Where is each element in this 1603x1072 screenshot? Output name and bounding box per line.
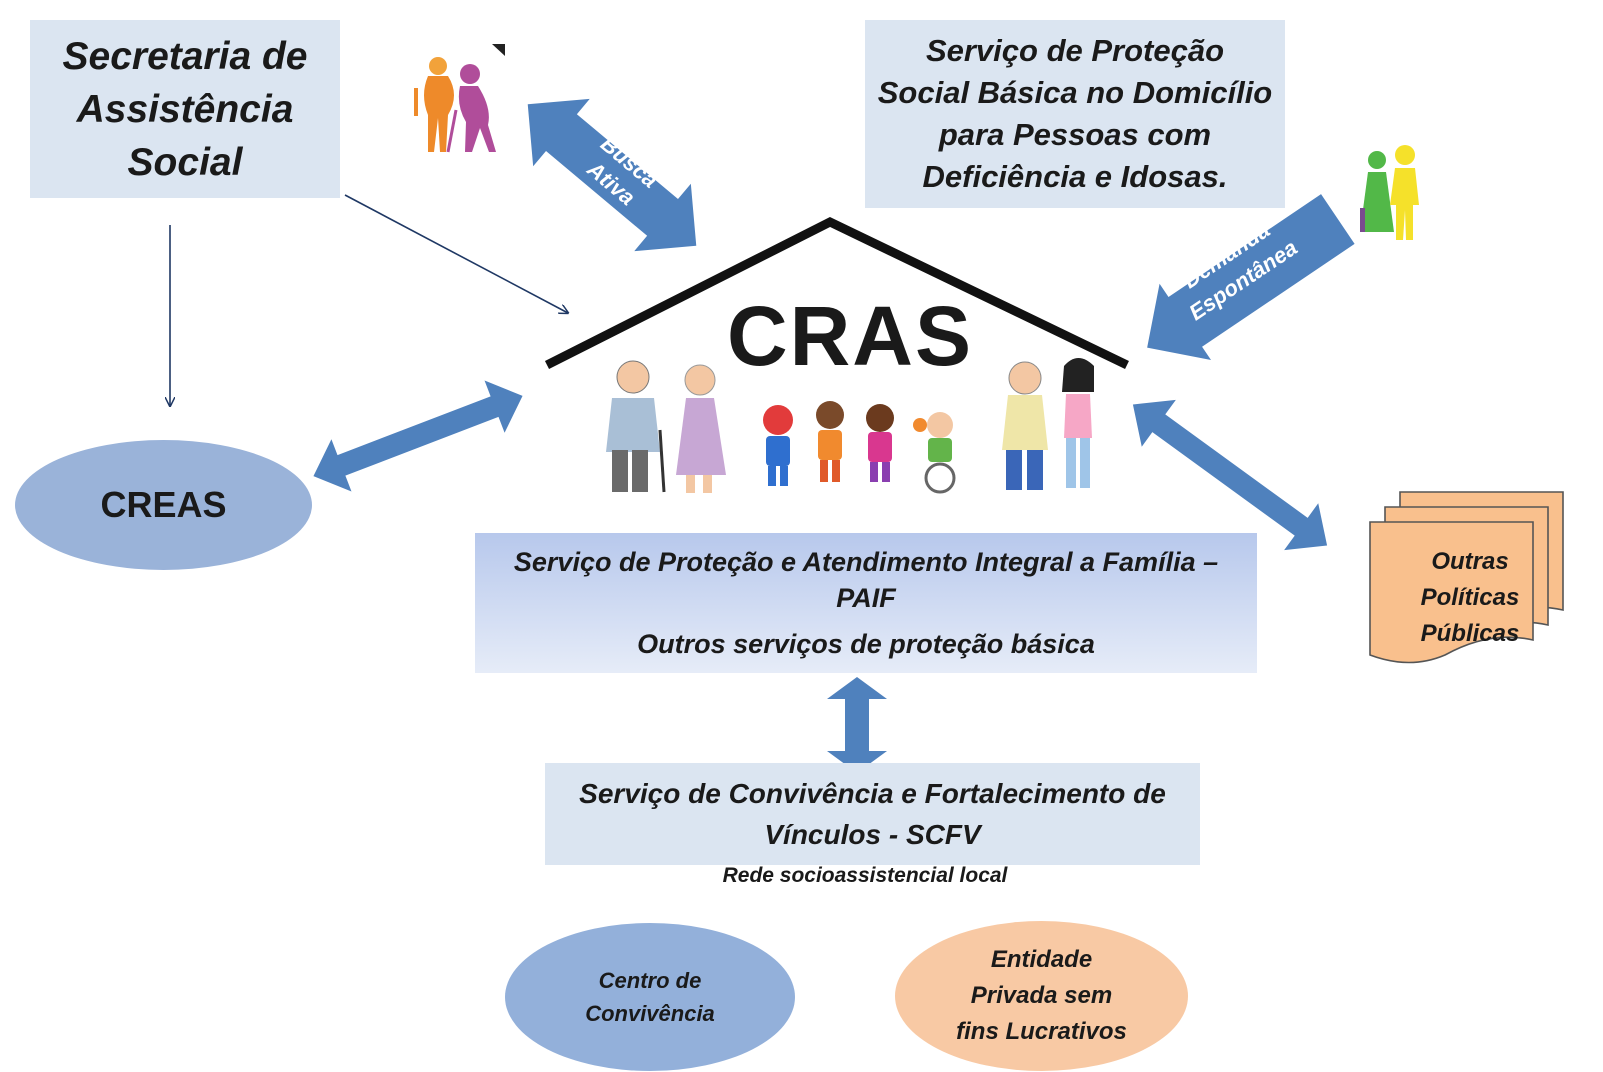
outras-line-2: Políticas <box>1420 584 1520 611</box>
paif-box: Serviço de Proteção e Atendimento Integr… <box>475 533 1257 673</box>
centro-line-1: Centro de <box>598 968 702 993</box>
cras-outras-arrow <box>1132 399 1328 551</box>
creas-cras-arrow <box>313 380 523 492</box>
paif-line-1: Serviço de Proteção e Atendimento Integr… <box>513 547 1219 577</box>
scfv-box: Serviço de Convivência e Fortalecimento … <box>545 763 1200 865</box>
centro-convivencia-ellipse: Centro de Convivência <box>505 923 795 1071</box>
pcd-service-line-4: Deficiência e Idosas. <box>922 159 1228 194</box>
scfv-line-1: Serviço de Convivência e Fortalecimento … <box>579 778 1166 809</box>
scfv-line-2: Vínculos - SCFV <box>764 819 981 850</box>
rede-label: Rede socioassistencial local <box>722 864 1008 887</box>
creas-label: CREAS <box>100 484 227 525</box>
connector-secretaria-cras <box>344 194 568 313</box>
outras-line-1: Outras <box>1431 548 1509 575</box>
pcd-service-line-2: Social Básica no Domicílio <box>877 75 1273 110</box>
entidade-line-1: Entidade <box>990 946 1093 973</box>
paif-line-2: PAIF <box>836 583 896 613</box>
entidade-line-2: Privada sem <box>970 982 1113 1009</box>
secretaria-line-2: Assistência <box>76 87 294 131</box>
entidade-privada-ellipse: Entidade Privada sem fins Lucrativos <box>895 921 1188 1071</box>
entidade-line-3: fins Lucrativos <box>956 1018 1127 1045</box>
pcd-service-line-3: para Pessoas com <box>938 117 1212 152</box>
pregnant-elderly-icon <box>414 44 505 153</box>
busca-ativa-arrow <box>527 98 697 252</box>
demanda-espontanea-arrow <box>1147 194 1355 361</box>
house-roof <box>544 216 1129 370</box>
cras-people-group-icon <box>606 358 1094 494</box>
paif-scfv-arrow <box>827 677 887 773</box>
creas-ellipse: CREAS <box>15 440 312 570</box>
centro-line-2: Convivência <box>585 1001 715 1026</box>
family-icon <box>1360 145 1419 240</box>
cras-title: CRAS <box>726 289 973 383</box>
secretaria-line-3: Social <box>127 140 243 184</box>
outras-line-3: Públicas <box>1420 620 1520 647</box>
pcd-service-box: Serviço de Proteção Social Básica no Dom… <box>865 20 1285 208</box>
documents-stack-icon <box>1369 491 1564 664</box>
secretaria-line-1: Secretaria de <box>62 34 308 78</box>
pcd-service-line-1: Serviço de Proteção <box>925 33 1225 68</box>
outras-politicas-label: Outras Políticas Públicas <box>1395 544 1545 652</box>
paif-line-3: Outros serviços de proteção básica <box>637 629 1095 659</box>
secretaria-box: Secretaria de Assistência Social <box>30 20 340 198</box>
